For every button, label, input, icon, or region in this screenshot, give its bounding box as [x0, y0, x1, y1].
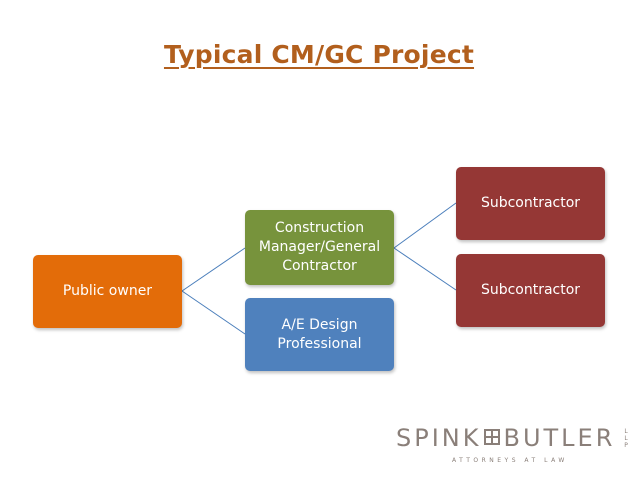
connector-owner-ae: [181, 290, 246, 335]
logo-separator-icon: [484, 429, 501, 445]
node-subcontractor-1: Subcontractor: [456, 167, 605, 240]
logo-name-left: SPINK: [396, 424, 482, 452]
node-design-professional: A/E Design Professional: [245, 298, 394, 371]
logo-name-right: BUTLER: [503, 424, 616, 452]
node-construction-manager: Construction Manager/General Contractor: [245, 210, 394, 285]
connector-cm-sub1: [393, 202, 457, 249]
node-construction-manager-label: Construction Manager/General Contractor: [258, 220, 381, 274]
node-subcontractor-2-label: Subcontractor: [480, 282, 581, 298]
node-design-professional-label: A/E Design Professional: [277, 316, 362, 352]
logo-tagline: ATTORNEYS AT LAW: [452, 457, 568, 464]
node-subcontractor-1-label: Subcontractor: [480, 195, 581, 211]
node-subcontractor-2: Subcontractor: [456, 254, 605, 327]
page-title: Typical CM/GC Project: [163, 40, 475, 69]
logo-wordmark: SPINK BUTLER: [396, 424, 615, 452]
node-public-owner-label: Public owner: [62, 283, 153, 299]
node-public-owner: Public owner: [33, 255, 182, 328]
connector-cm-sub2: [393, 247, 457, 291]
connector-owner-cm: [181, 247, 246, 292]
